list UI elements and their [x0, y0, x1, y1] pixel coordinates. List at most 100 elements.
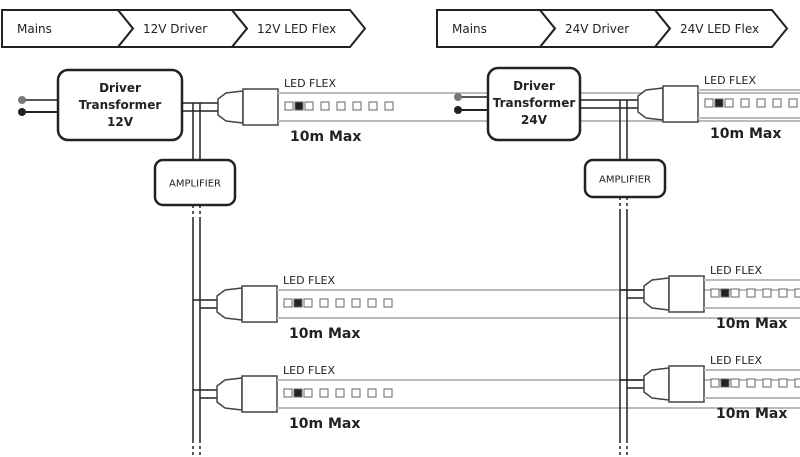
led-chip: [714, 98, 724, 108]
led-chip: [294, 101, 304, 111]
led-chip: [384, 101, 394, 111]
led-flex-label: LED FLEX: [710, 354, 762, 367]
led-chip: [720, 378, 730, 388]
led-chip: [772, 98, 782, 108]
led-chip: [283, 298, 293, 308]
led-chip: [788, 98, 798, 108]
max-length-label: 10m Max: [290, 129, 361, 145]
led-chip: [740, 98, 750, 108]
led-chip: [304, 101, 314, 111]
connector-sleeve: [242, 88, 279, 126]
led-flex-strip: LED FLEX 10m Max: [637, 74, 800, 142]
led-chip: [351, 388, 361, 398]
led-chip: [368, 101, 378, 111]
connector-plug: [216, 287, 243, 321]
mains-neutral-terminal: [18, 108, 26, 116]
flow-step-label: 12V Driver: [143, 22, 207, 36]
led-flex-strip: LED FLEX 10m Max: [643, 354, 800, 422]
mains-live-terminal: [18, 96, 26, 104]
connector-plug: [637, 87, 664, 121]
led-chip: [284, 101, 294, 111]
led-chip: [367, 388, 377, 398]
led-chip: [704, 98, 714, 108]
led-chip: [283, 388, 293, 398]
driver-label: Transformer: [79, 98, 162, 112]
flow-step-label: 24V Driver: [565, 22, 629, 36]
led-chip: [320, 101, 330, 111]
max-length-label: 10m Max: [716, 406, 787, 422]
led-chip: [778, 378, 788, 388]
led-flex-label: LED FLEX: [284, 77, 336, 90]
led-chip: [746, 288, 756, 298]
connector-sleeve: [662, 85, 699, 123]
led-chip: [319, 388, 329, 398]
amplifier-label: AMPLIFIER: [599, 175, 651, 186]
amplifier-label: AMPLIFIER: [169, 179, 221, 190]
connector-sleeve: [668, 365, 705, 403]
led-chip: [756, 98, 766, 108]
panel-24v: Mains 24V Driver 24V LED FlexDriverTransfo…: [436, 9, 800, 456]
mains-neutral-terminal: [454, 106, 462, 114]
led-chip: [720, 288, 730, 298]
led-chip: [293, 298, 303, 308]
led-chip: [303, 388, 313, 398]
connector-plug: [216, 377, 243, 411]
led-chip: [724, 98, 734, 108]
led-flex-label: LED FLEX: [704, 74, 756, 87]
led-chip: [778, 288, 788, 298]
led-chip: [710, 288, 720, 298]
led-chip: [293, 388, 303, 398]
led-chip: [352, 101, 362, 111]
led-chip: [794, 378, 800, 388]
led-flex-label: LED FLEX: [283, 274, 335, 287]
flow-step: [652, 9, 789, 48]
connector-sleeve: [668, 275, 705, 313]
mains-live-terminal: [454, 93, 462, 101]
max-length-label: 10m Max: [289, 416, 360, 432]
flow-breadcrumb: Mains 24V Driver 24V LED Flex: [436, 9, 789, 48]
connector-sleeve: [241, 285, 278, 323]
flow-step-label: 12V LED Flex: [257, 22, 336, 36]
led-chip: [762, 378, 772, 388]
led-chip: [367, 298, 377, 308]
led-flex-strip: LED FLEX 10m Max: [643, 264, 800, 332]
led-chip: [319, 298, 329, 308]
amplifier-box: [153, 158, 237, 207]
led-chip: [383, 298, 393, 308]
driver-label: 12V: [107, 115, 134, 129]
driver-label: 24V: [521, 113, 548, 127]
max-length-label: 10m Max: [710, 126, 781, 142]
flow-breadcrumb: Mains 12V Driver 12V LED Flex: [1, 9, 367, 48]
driver-label: Driver: [99, 81, 141, 95]
driver-label: Driver: [513, 79, 555, 93]
max-length-label: 10m Max: [716, 316, 787, 332]
led-chip: [336, 101, 346, 111]
flow-step-label: Mains: [17, 22, 52, 36]
led-chip: [383, 388, 393, 398]
connector-plug: [217, 90, 244, 124]
connector-plug: [643, 277, 670, 311]
led-flex-label: LED FLEX: [710, 264, 762, 277]
connector-plug: [643, 367, 670, 401]
led-flex-label: LED FLEX: [283, 364, 335, 377]
led-chip: [746, 378, 756, 388]
driver-box: [486, 66, 582, 142]
driver-box: [56, 68, 184, 142]
led-chip: [351, 298, 361, 308]
amplifier-box: [583, 158, 667, 199]
max-length-label: 10m Max: [289, 326, 360, 342]
led-chip: [303, 298, 313, 308]
led-chip: [762, 288, 772, 298]
flow-step-label: Mains: [452, 22, 487, 36]
led-chip: [794, 288, 800, 298]
flow-step: [229, 9, 367, 48]
led-chip: [335, 388, 345, 398]
led-chip: [730, 288, 740, 298]
flow-step-label: 24V LED Flex: [680, 22, 759, 36]
led-chip: [710, 378, 720, 388]
driver-label: Transformer: [493, 96, 576, 110]
led-chip: [335, 298, 345, 308]
connector-sleeve: [241, 375, 278, 413]
led-chip: [730, 378, 740, 388]
